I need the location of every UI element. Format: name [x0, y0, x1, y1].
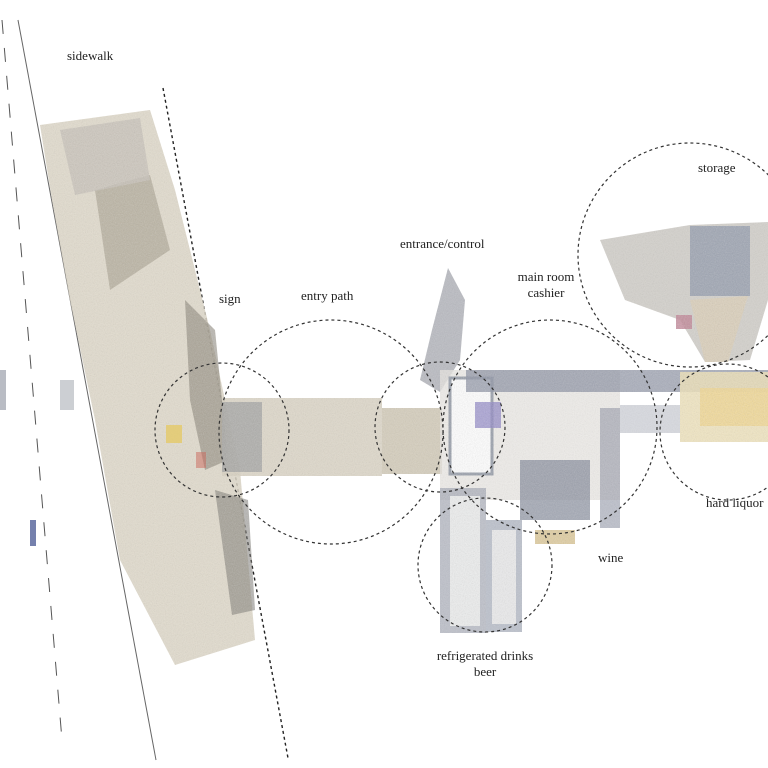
label-refrigerated-line2: beer — [473, 664, 497, 679]
label-main-room-line2: cashier — [527, 285, 565, 300]
point-cloud-refrigerated — [440, 488, 522, 633]
zone-sign — [154, 362, 290, 498]
point-cloud-sidewalk — [40, 110, 255, 665]
label-storage: storage — [698, 160, 736, 175]
point-cloud-entrance — [420, 268, 465, 392]
street-lane-line — [1, 19, 63, 741]
point-cloud-hard-liquor — [680, 372, 768, 442]
point-cloud-street-debris — [0, 370, 74, 546]
zone-entrance-control — [374, 361, 506, 493]
zone-hard-liquor — [659, 363, 768, 501]
point-cloud-storage — [600, 222, 768, 362]
label-sign: sign — [219, 291, 241, 306]
point-cloud-entry-path — [222, 398, 442, 476]
zone-storage — [577, 142, 768, 368]
label-refrigerated: refrigerated drinks beer — [420, 648, 550, 680]
label-entrance-control: entrance/control — [400, 236, 485, 251]
label-main-room-line1: main room — [517, 269, 575, 284]
label-entry-path: entry path — [301, 288, 354, 303]
label-sidewalk: sidewalk — [67, 48, 114, 63]
zone-refrigerated — [417, 497, 553, 633]
label-hard-liquor: hard liquor — [706, 495, 764, 510]
sign-marker — [166, 425, 206, 468]
zone-main-room — [442, 319, 658, 535]
label-main-room: main room cashier — [506, 269, 586, 301]
label-wine: wine — [598, 550, 624, 565]
label-refrigerated-line1: refrigerated drinks — [436, 648, 534, 663]
curb-line — [17, 19, 157, 761]
zone-circles — [154, 142, 768, 633]
